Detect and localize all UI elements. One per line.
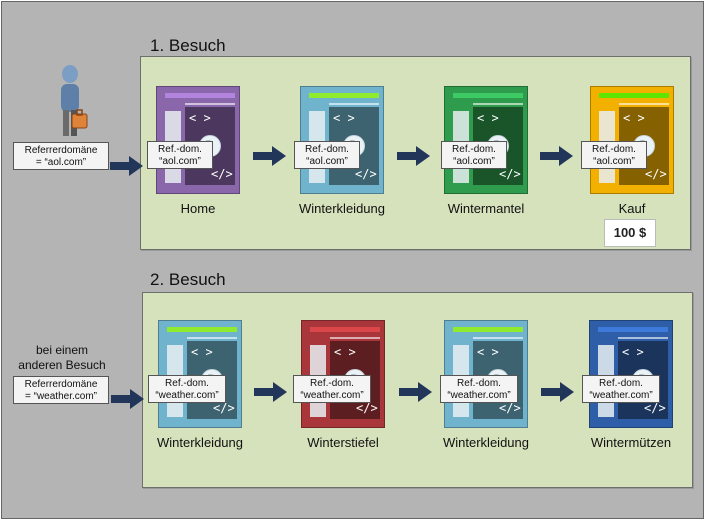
visit2-step-ref-line1: Ref.-dom. xyxy=(165,378,209,389)
code-open-glyph: < > xyxy=(477,111,499,125)
visit1-step-ref-line1: Ref.-dom. xyxy=(305,144,349,155)
code-open-glyph: < > xyxy=(189,111,211,125)
code-close-glyph: </> xyxy=(356,401,378,415)
visit2-step-ref-line2: “weather.com” xyxy=(589,390,653,401)
webpage-header-bar xyxy=(598,327,668,332)
webpage-icon: < > </> xyxy=(300,86,384,194)
visit1-step-ref-line2: “aol.com” xyxy=(159,156,201,167)
visit2-step-ref-box: Ref.-dom.“weather.com” xyxy=(440,375,518,403)
visit2-step-ref-line1: Ref.-dom. xyxy=(457,378,501,389)
visit1-referrer-label: Referrerdomäne xyxy=(24,145,98,156)
visit1-step-ref-box: Ref.-dom.“aol.com” xyxy=(581,141,647,169)
webpage-stripe xyxy=(185,103,235,105)
visit1-step-ref-box: Ref.-dom.“aol.com” xyxy=(294,141,360,169)
arrow-right-icon xyxy=(399,382,432,402)
code-close-glyph: </> xyxy=(644,401,666,415)
arrow-right-icon xyxy=(110,156,143,176)
visit1-step-ref-line2: “aol.com” xyxy=(453,156,495,167)
arrow-right-icon xyxy=(253,146,286,166)
visit2-step-ref-box: Ref.-dom.“weather.com” xyxy=(582,375,660,403)
visit2-step-ref-line2: “weather.com” xyxy=(300,390,364,401)
visit1-referrer-box: Referrerdomäne = “aol.com” xyxy=(13,142,109,170)
arrow-right-icon xyxy=(111,389,144,409)
visit1-step-ref-box: Ref.-dom.“aol.com” xyxy=(441,141,507,169)
arrow-right-icon xyxy=(397,146,430,166)
code-open-glyph: < > xyxy=(622,345,644,359)
webpage-header-bar xyxy=(165,93,235,98)
visit1-step-caption: Wintermantel xyxy=(447,201,525,216)
code-close-glyph: </> xyxy=(213,401,235,415)
visit1-step-caption: Home xyxy=(180,201,216,216)
visit1-step-ref-line1: Ref.-dom. xyxy=(452,144,496,155)
webpage-header-bar xyxy=(309,93,379,98)
visit1-step-caption: Kauf xyxy=(618,201,646,216)
visit1-title: 1. Besuch xyxy=(150,36,226,55)
visit2-title: 2. Besuch xyxy=(150,270,226,289)
code-open-glyph: < > xyxy=(334,345,356,359)
visit2-step-ref-line2: “weather.com” xyxy=(447,390,511,401)
visit1-referrer-value: = “aol.com” xyxy=(35,157,87,168)
webpage-stripe xyxy=(187,337,237,339)
visit1-step-ref-line1: Ref.-dom. xyxy=(158,144,202,155)
visit1-step-ref-box: Ref.-dom.“aol.com” xyxy=(147,141,213,169)
visit1-step-ref-line1: Ref.-dom. xyxy=(592,144,636,155)
webpage-stripe xyxy=(618,337,668,339)
webpage-stripe xyxy=(619,103,669,105)
webpage-stripe xyxy=(473,337,523,339)
visit2-note: bei einem anderen Besuch xyxy=(12,343,112,373)
webpage-icon: < > </> xyxy=(590,86,674,194)
webpage-icon: < > </> xyxy=(444,320,528,428)
visit2-referrer-box: Referrerdomäne = “weather.com” xyxy=(13,376,109,404)
visit2-step-caption: Winterstiefel xyxy=(307,435,379,450)
person-with-suitcase-icon xyxy=(61,65,88,136)
webpage-stripe xyxy=(329,103,379,105)
code-close-glyph: </> xyxy=(211,167,233,181)
code-open-glyph: < > xyxy=(477,345,499,359)
webpage-icon: < > </> xyxy=(301,320,385,428)
visit2-step-ref-line2: “weather.com” xyxy=(155,390,219,401)
code-close-glyph: </> xyxy=(499,167,521,181)
arrow-right-icon xyxy=(541,382,574,402)
webpage-icon: < > </> xyxy=(156,86,240,194)
visit2-step-caption: Winterkleidung xyxy=(157,435,243,450)
arrow-right-icon xyxy=(540,146,573,166)
visit2-step-caption: Wintermützen xyxy=(590,435,672,450)
webpage-icon: < > </> xyxy=(589,320,673,428)
visit1-step-ref-line2: “aol.com” xyxy=(306,156,348,167)
webpage-stripe xyxy=(330,337,380,339)
visit2-step-caption: Winterkleidung xyxy=(443,435,529,450)
visit1-step-caption: Winterkleidung xyxy=(299,201,385,216)
visit2-note-line2: anderen Besuch xyxy=(18,358,106,372)
code-open-glyph: < > xyxy=(191,345,213,359)
arrow-right-icon xyxy=(254,382,287,402)
webpage-header-bar xyxy=(599,93,669,98)
visit2-step-ref-line1: Ref.-dom. xyxy=(599,378,643,389)
webpage-header-bar xyxy=(453,327,523,332)
webpage-header-bar xyxy=(167,327,237,332)
code-open-glyph: < > xyxy=(623,111,645,125)
webpage-icon: < > </> xyxy=(158,320,242,428)
visit2-referrer-value: = “weather.com” xyxy=(25,391,97,402)
code-close-glyph: </> xyxy=(499,401,521,415)
code-open-glyph: < > xyxy=(333,111,355,125)
webpage-header-bar xyxy=(453,93,523,98)
code-close-glyph: </> xyxy=(645,167,667,181)
webpage-header-bar xyxy=(310,327,380,332)
webpage-icon: < > </> xyxy=(444,86,528,194)
visit2-step-ref-box: Ref.-dom.“weather.com” xyxy=(293,375,371,403)
price-badge: 100 $ xyxy=(604,219,656,247)
visit2-note-line1: bei einem xyxy=(35,343,89,357)
visit1-step-ref-line2: “aol.com” xyxy=(593,156,635,167)
webpage-stripe xyxy=(473,103,523,105)
visit2-step-ref-box: Ref.-dom.“weather.com” xyxy=(148,375,226,403)
visit2-step-ref-line1: Ref.-dom. xyxy=(310,378,354,389)
code-close-glyph: </> xyxy=(355,167,377,181)
visit2-referrer-label: Referrerdomäne xyxy=(24,379,98,390)
